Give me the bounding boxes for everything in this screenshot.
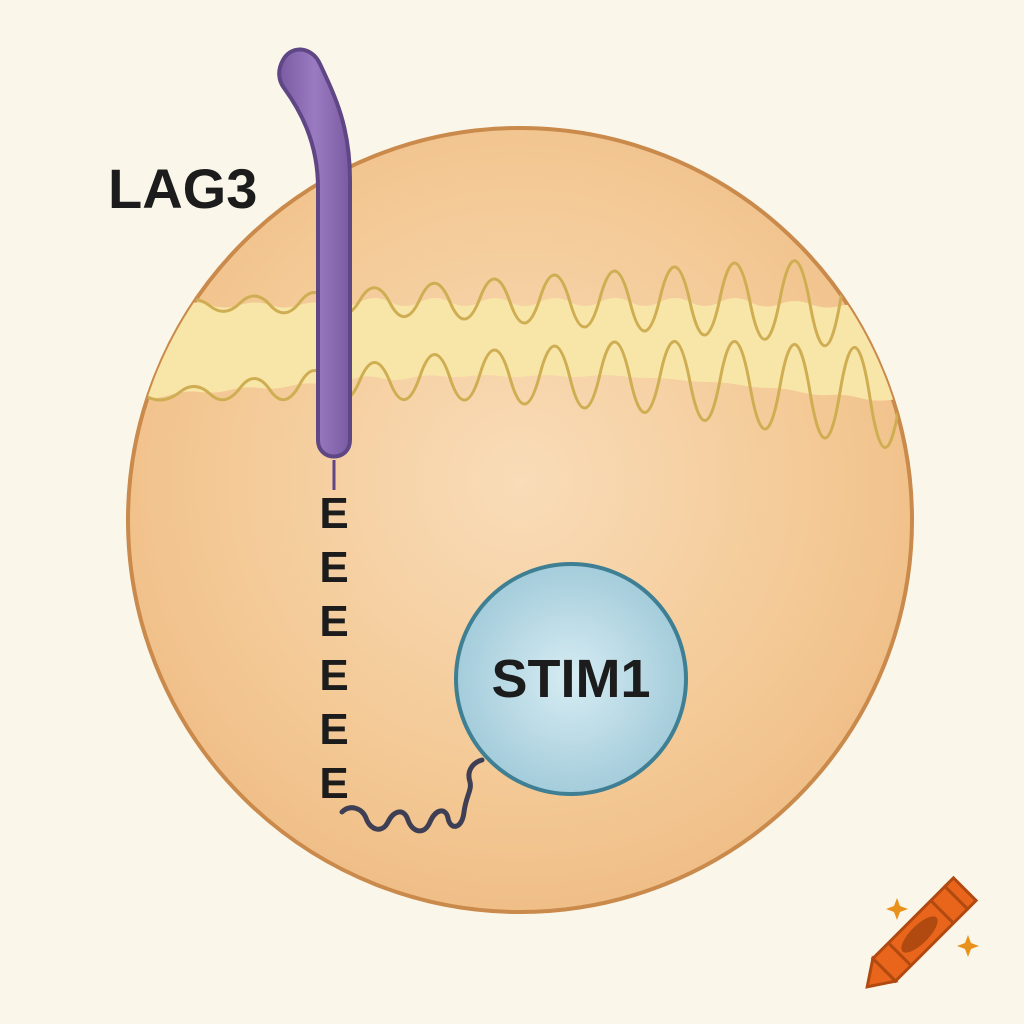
linker-squiggle — [339, 757, 485, 834]
crayon-icon — [865, 875, 979, 989]
membrane-outer-edge — [128, 259, 912, 359]
motif-residue: E — [319, 759, 348, 808]
cell — [126, 126, 914, 914]
stim1-protein: STIM1 — [454, 562, 688, 796]
sparkle-icon — [886, 898, 908, 920]
motif-residue: E — [319, 705, 348, 754]
stim1-body — [454, 562, 688, 796]
motif-residue: E — [319, 651, 348, 700]
sparkle-icon — [957, 935, 979, 957]
stim1-label: STIM1 — [491, 649, 650, 709]
motif-residue: E — [319, 543, 348, 592]
lag3-rod — [277, 47, 352, 459]
lag3-label: LAG3 — [108, 157, 257, 220]
motif-residue: E — [319, 489, 348, 538]
motif-residue: E — [319, 597, 348, 646]
membrane-inner-edge — [128, 340, 912, 449]
lag3-receptor — [277, 47, 352, 490]
cell-body — [126, 126, 914, 914]
glutamate-motif: E E E E E E — [319, 489, 348, 808]
